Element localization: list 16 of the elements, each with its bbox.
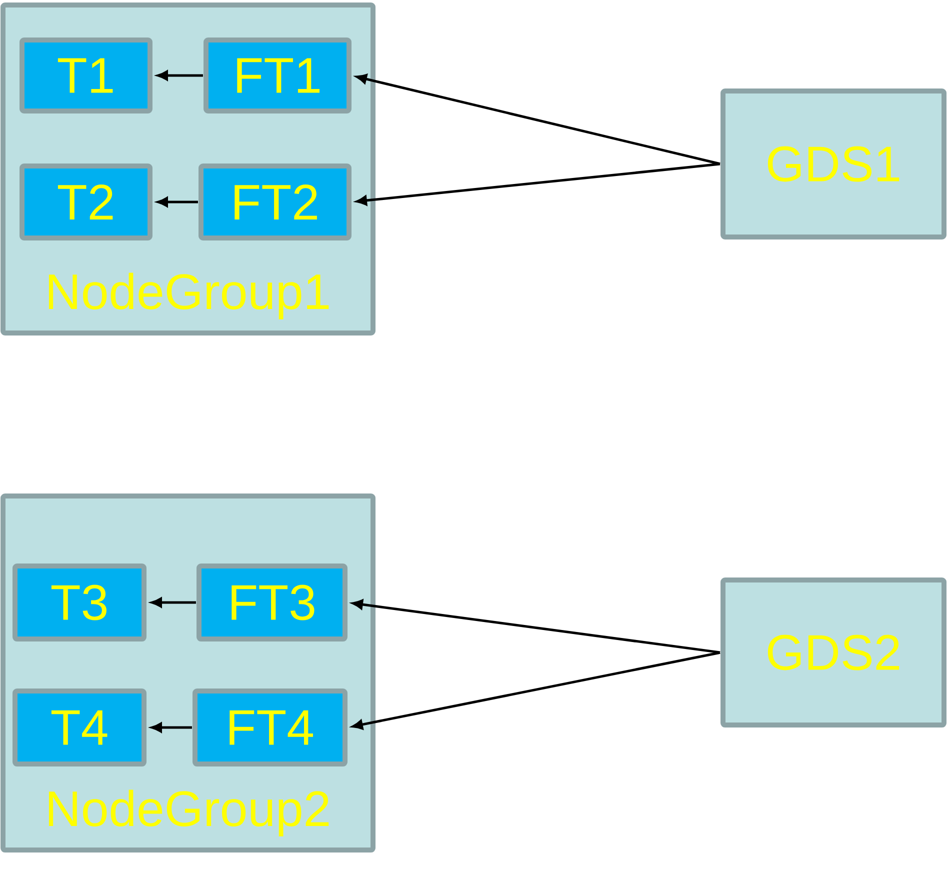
arrow xyxy=(151,598,196,608)
box: FT2 xyxy=(198,164,352,240)
box: T2 xyxy=(20,164,152,240)
box: GDS2 xyxy=(720,578,947,728)
arrow xyxy=(157,197,198,207)
box: T4 xyxy=(12,688,146,766)
box: GDS1 xyxy=(720,88,947,240)
box: FT1 xyxy=(204,38,352,114)
box: FT3 xyxy=(196,564,348,642)
box: FT4 xyxy=(192,688,348,766)
arrow xyxy=(157,70,203,80)
box: T3 xyxy=(12,564,146,642)
box: T1 xyxy=(20,38,152,114)
arrow xyxy=(151,722,192,732)
arrow xyxy=(356,74,720,166)
arrow xyxy=(352,651,720,730)
